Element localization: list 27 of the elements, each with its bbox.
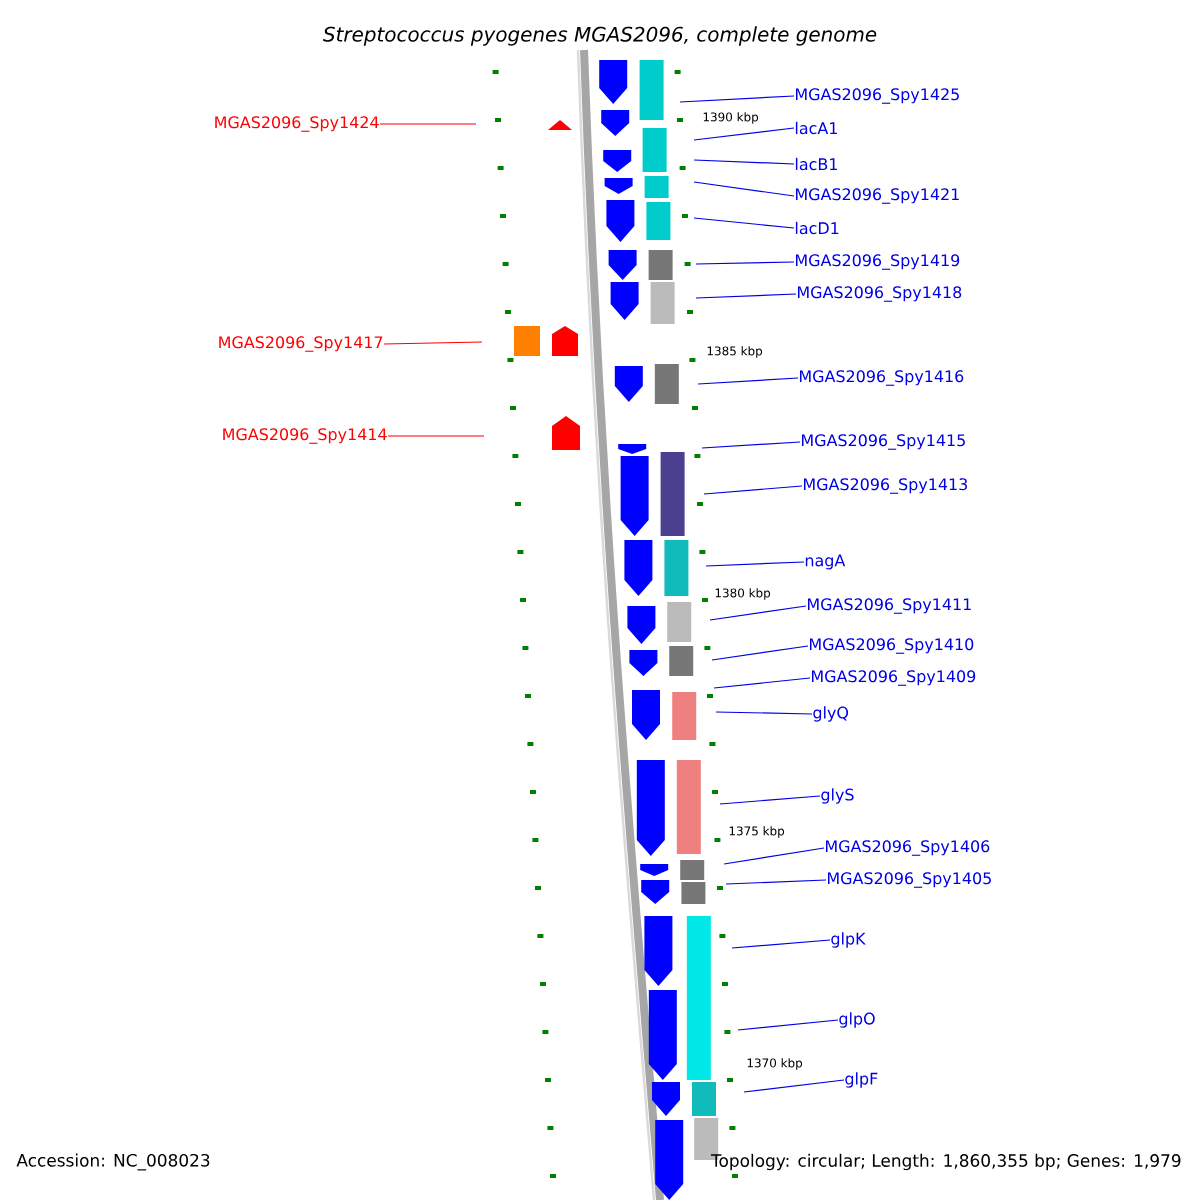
leader-line (701, 441, 801, 449)
leader-line (713, 677, 811, 689)
leader-line (743, 1079, 845, 1093)
leader-line (709, 605, 807, 621)
leader-line (383, 341, 483, 345)
leader-line (719, 795, 821, 805)
leader-line (715, 711, 813, 715)
leader-line (693, 181, 795, 197)
leader-line (695, 261, 795, 265)
leader-line (711, 645, 809, 661)
leader-line (679, 95, 795, 103)
leader-line (723, 847, 825, 865)
leader-line (379, 123, 477, 125)
leader-line (387, 435, 485, 437)
leader-line (703, 485, 803, 495)
leader-line (705, 561, 805, 567)
title: Streptococcus pyogenes MGAS2096, complete genome (323, 26, 877, 46)
leader-line (697, 377, 799, 385)
leader-line (731, 939, 831, 949)
footer-text: Accession: NC_008023 (16, 1153, 210, 1171)
leader-line (737, 1019, 839, 1031)
leader-line (693, 159, 795, 165)
leader-line (693, 127, 795, 141)
leader-line (693, 217, 795, 229)
footer-text: Topology: circular; Length: 1,860,355 bp; Genes: 1,979 (710, 1153, 1181, 1171)
leader-line (695, 293, 797, 299)
leader-line (725, 879, 827, 885)
